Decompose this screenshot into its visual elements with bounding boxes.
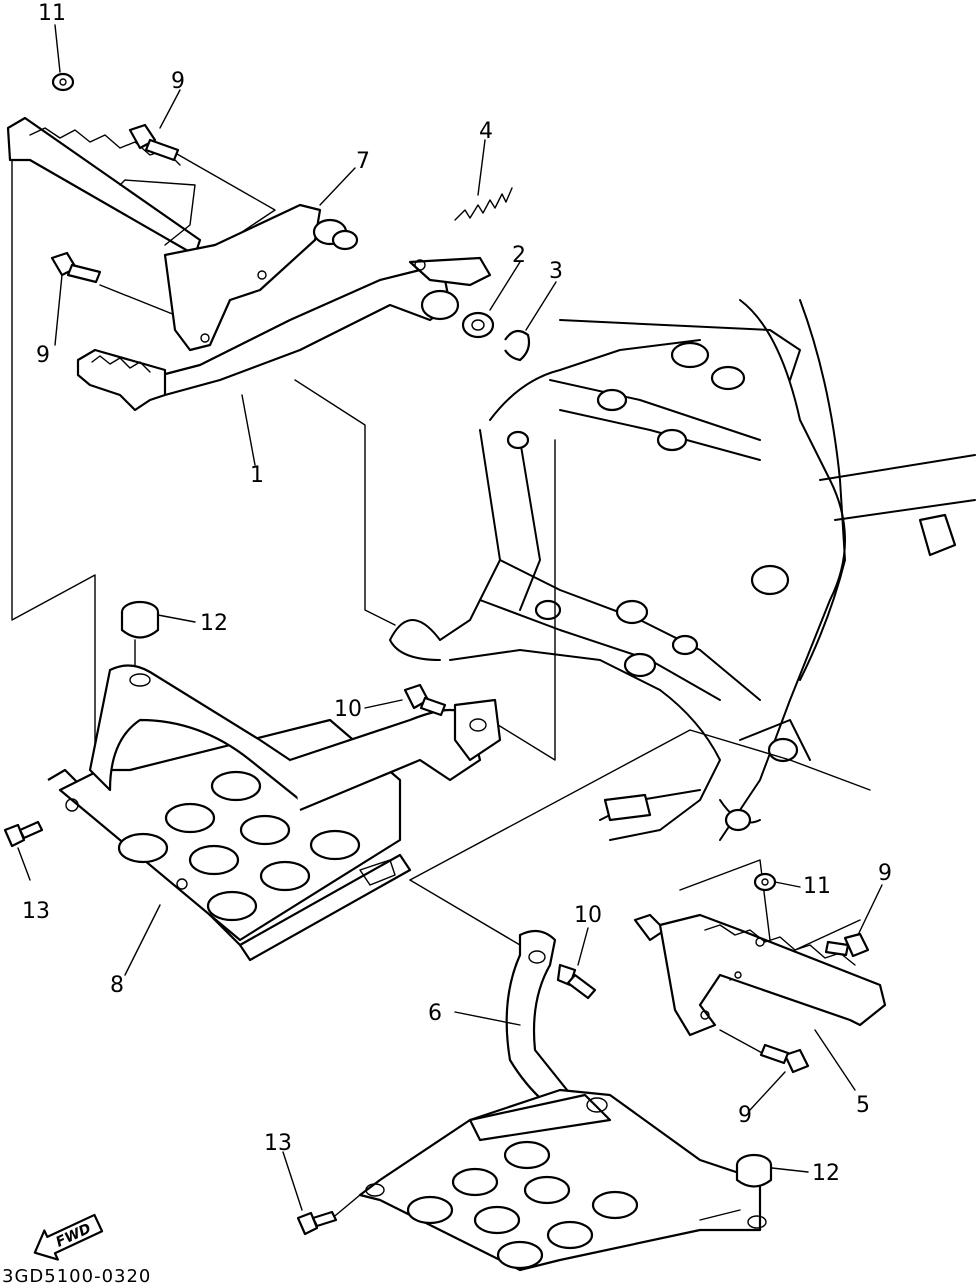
hardware [3,72,870,1236]
callout-9-right-lower: 9 [738,1103,752,1128]
callout-labels: 11 9 7 4 2 3 9 1 12 10 13 8 10 11 9 6 5 … [22,1,892,1186]
callout-11-lower: 11 [803,874,831,899]
fwd-arrow-icon [33,1213,104,1261]
callout-12-lower: 12 [812,1161,840,1186]
callout-8: 8 [110,973,124,998]
callout-2: 2 [512,243,526,268]
callout-10-lower: 10 [574,903,602,928]
callout-4: 4 [479,119,493,144]
callout-9-upper: 9 [171,69,185,94]
callout-7: 7 [356,149,370,174]
right-footrest [633,913,887,1037]
callout-10-upper: 10 [334,697,362,722]
drawing-code: 3GD5100-0320 [2,1266,151,1287]
callout-leaders [17,24,883,1211]
fwd-arrow: FWD [33,1213,104,1261]
right-footrest-plate [358,929,767,1272]
callout-3: 3 [549,259,563,284]
callout-13-left: 13 [22,899,50,924]
callout-11-upper: 11 [38,1,66,26]
callout-9-right-upper: 9 [878,861,892,886]
callout-6: 6 [428,1001,442,1026]
callout-5: 5 [856,1093,870,1118]
left-footrest-plate [47,664,502,962]
callout-12-upper: 12 [200,611,228,636]
callout-9-left: 9 [36,343,50,368]
frame [389,299,976,841]
callout-1: 1 [250,463,264,488]
brake-pedal-assembly [6,116,531,412]
callout-13-lower: 13 [264,1131,292,1156]
